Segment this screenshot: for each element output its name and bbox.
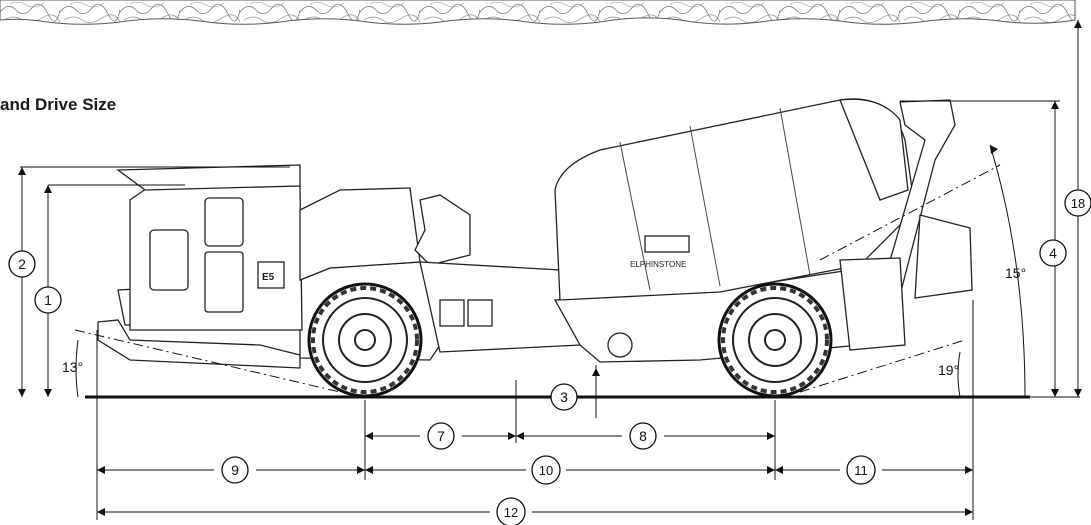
front-wheel xyxy=(307,282,423,398)
model-badge-text: E5 xyxy=(262,272,275,283)
chute-angle-label: 15° xyxy=(1005,265,1026,281)
svg-text:18: 18 xyxy=(1071,196,1085,211)
svg-text:3: 3 xyxy=(560,389,568,405)
callout-18: 18 xyxy=(1064,189,1091,217)
rock-ceiling xyxy=(0,0,1076,25)
callout-7: 7 xyxy=(427,422,455,450)
callout-1: 1 xyxy=(34,286,62,314)
truck-body xyxy=(97,98,973,369)
svg-text:1: 1 xyxy=(44,292,52,308)
rear-wheel xyxy=(717,282,833,398)
svg-text:10: 10 xyxy=(539,463,553,478)
svg-text:11: 11 xyxy=(854,463,868,478)
svg-text:12: 12 xyxy=(504,505,518,520)
callout-11: 11 xyxy=(846,455,876,485)
callout-10: 10 xyxy=(531,455,561,485)
svg-text:4: 4 xyxy=(1049,245,1057,261)
svg-text:7: 7 xyxy=(437,428,445,444)
callout-2: 2 xyxy=(8,250,36,278)
front-angle-label: 13° xyxy=(62,359,83,375)
callout-9: 9 xyxy=(221,456,249,484)
callout-3: 3 xyxy=(550,383,578,411)
svg-text:2: 2 xyxy=(18,256,26,272)
svg-text:9: 9 xyxy=(231,462,239,478)
callout-8: 8 xyxy=(629,422,657,450)
brand-text: ELPHINSTONE xyxy=(630,260,686,269)
callout-4: 4 xyxy=(1039,239,1067,267)
section-heading: and Drive Size xyxy=(0,95,117,114)
arrowheads xyxy=(18,20,1082,516)
svg-text:8: 8 xyxy=(639,428,647,444)
callout-12: 12 xyxy=(496,497,526,525)
rear-angle-label: 19° xyxy=(938,362,959,378)
